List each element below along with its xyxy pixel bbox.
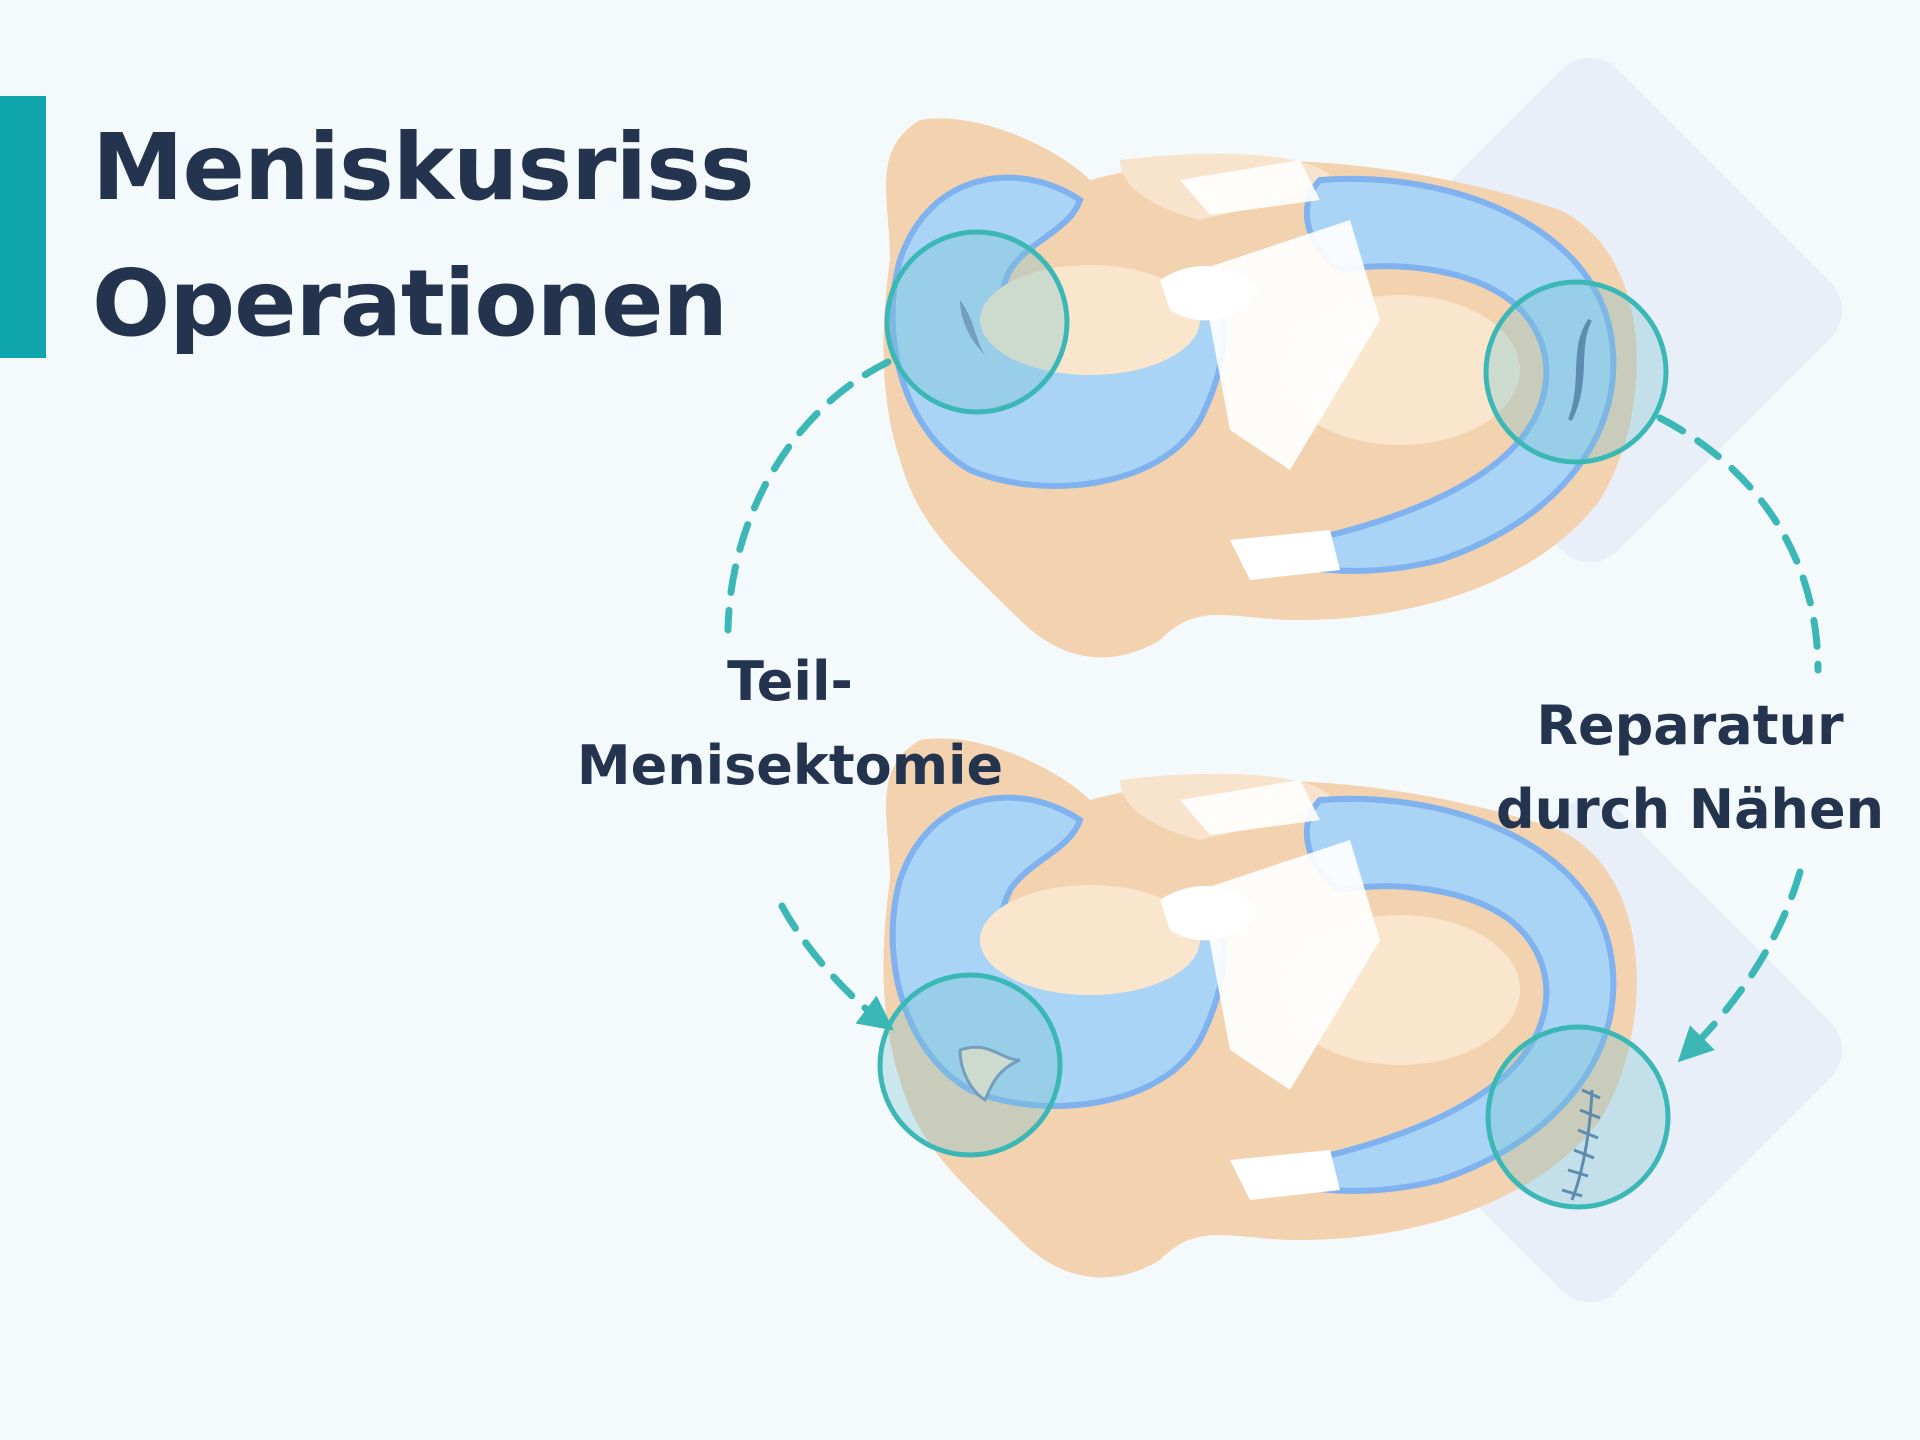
highlight-circle-left [884,229,1070,415]
knee-bottom-treated [877,738,1671,1277]
suture-icon [1561,1088,1601,1201]
page-title: Meniskusriss Operationen [92,100,755,372]
label-suture-repair: Reparatur durch Nähen [1480,684,1900,852]
dashed-arrow-right-lower [1677,868,1804,1063]
dashed-arrow-left-lower [778,902,894,1031]
title-line-1: Meniskusriss [92,114,755,221]
highlight-circle-right [1483,279,1669,465]
highlight-circle-left [877,972,1063,1158]
label-right-line-1: Reparatur [1536,694,1844,757]
tear-right-icon [1568,318,1592,421]
accent-bar [0,96,46,358]
resection-icon [958,1045,1021,1103]
label-right-line-2: durch Nähen [1495,778,1885,841]
label-partial-meniscectomy: Teil- Menisektomie [560,640,1020,808]
highlight-circle-right [1485,1024,1671,1210]
label-left-line-2: Menisektomie [576,734,1004,797]
knee-top-torn [883,118,1669,657]
label-left-line-1: Teil- [727,650,853,713]
title-line-2: Operationen [92,250,728,357]
dashed-arrow-right-upper [1656,414,1822,674]
tear-left-icon [960,300,985,355]
dashed-arrow-left-upper [724,358,892,634]
